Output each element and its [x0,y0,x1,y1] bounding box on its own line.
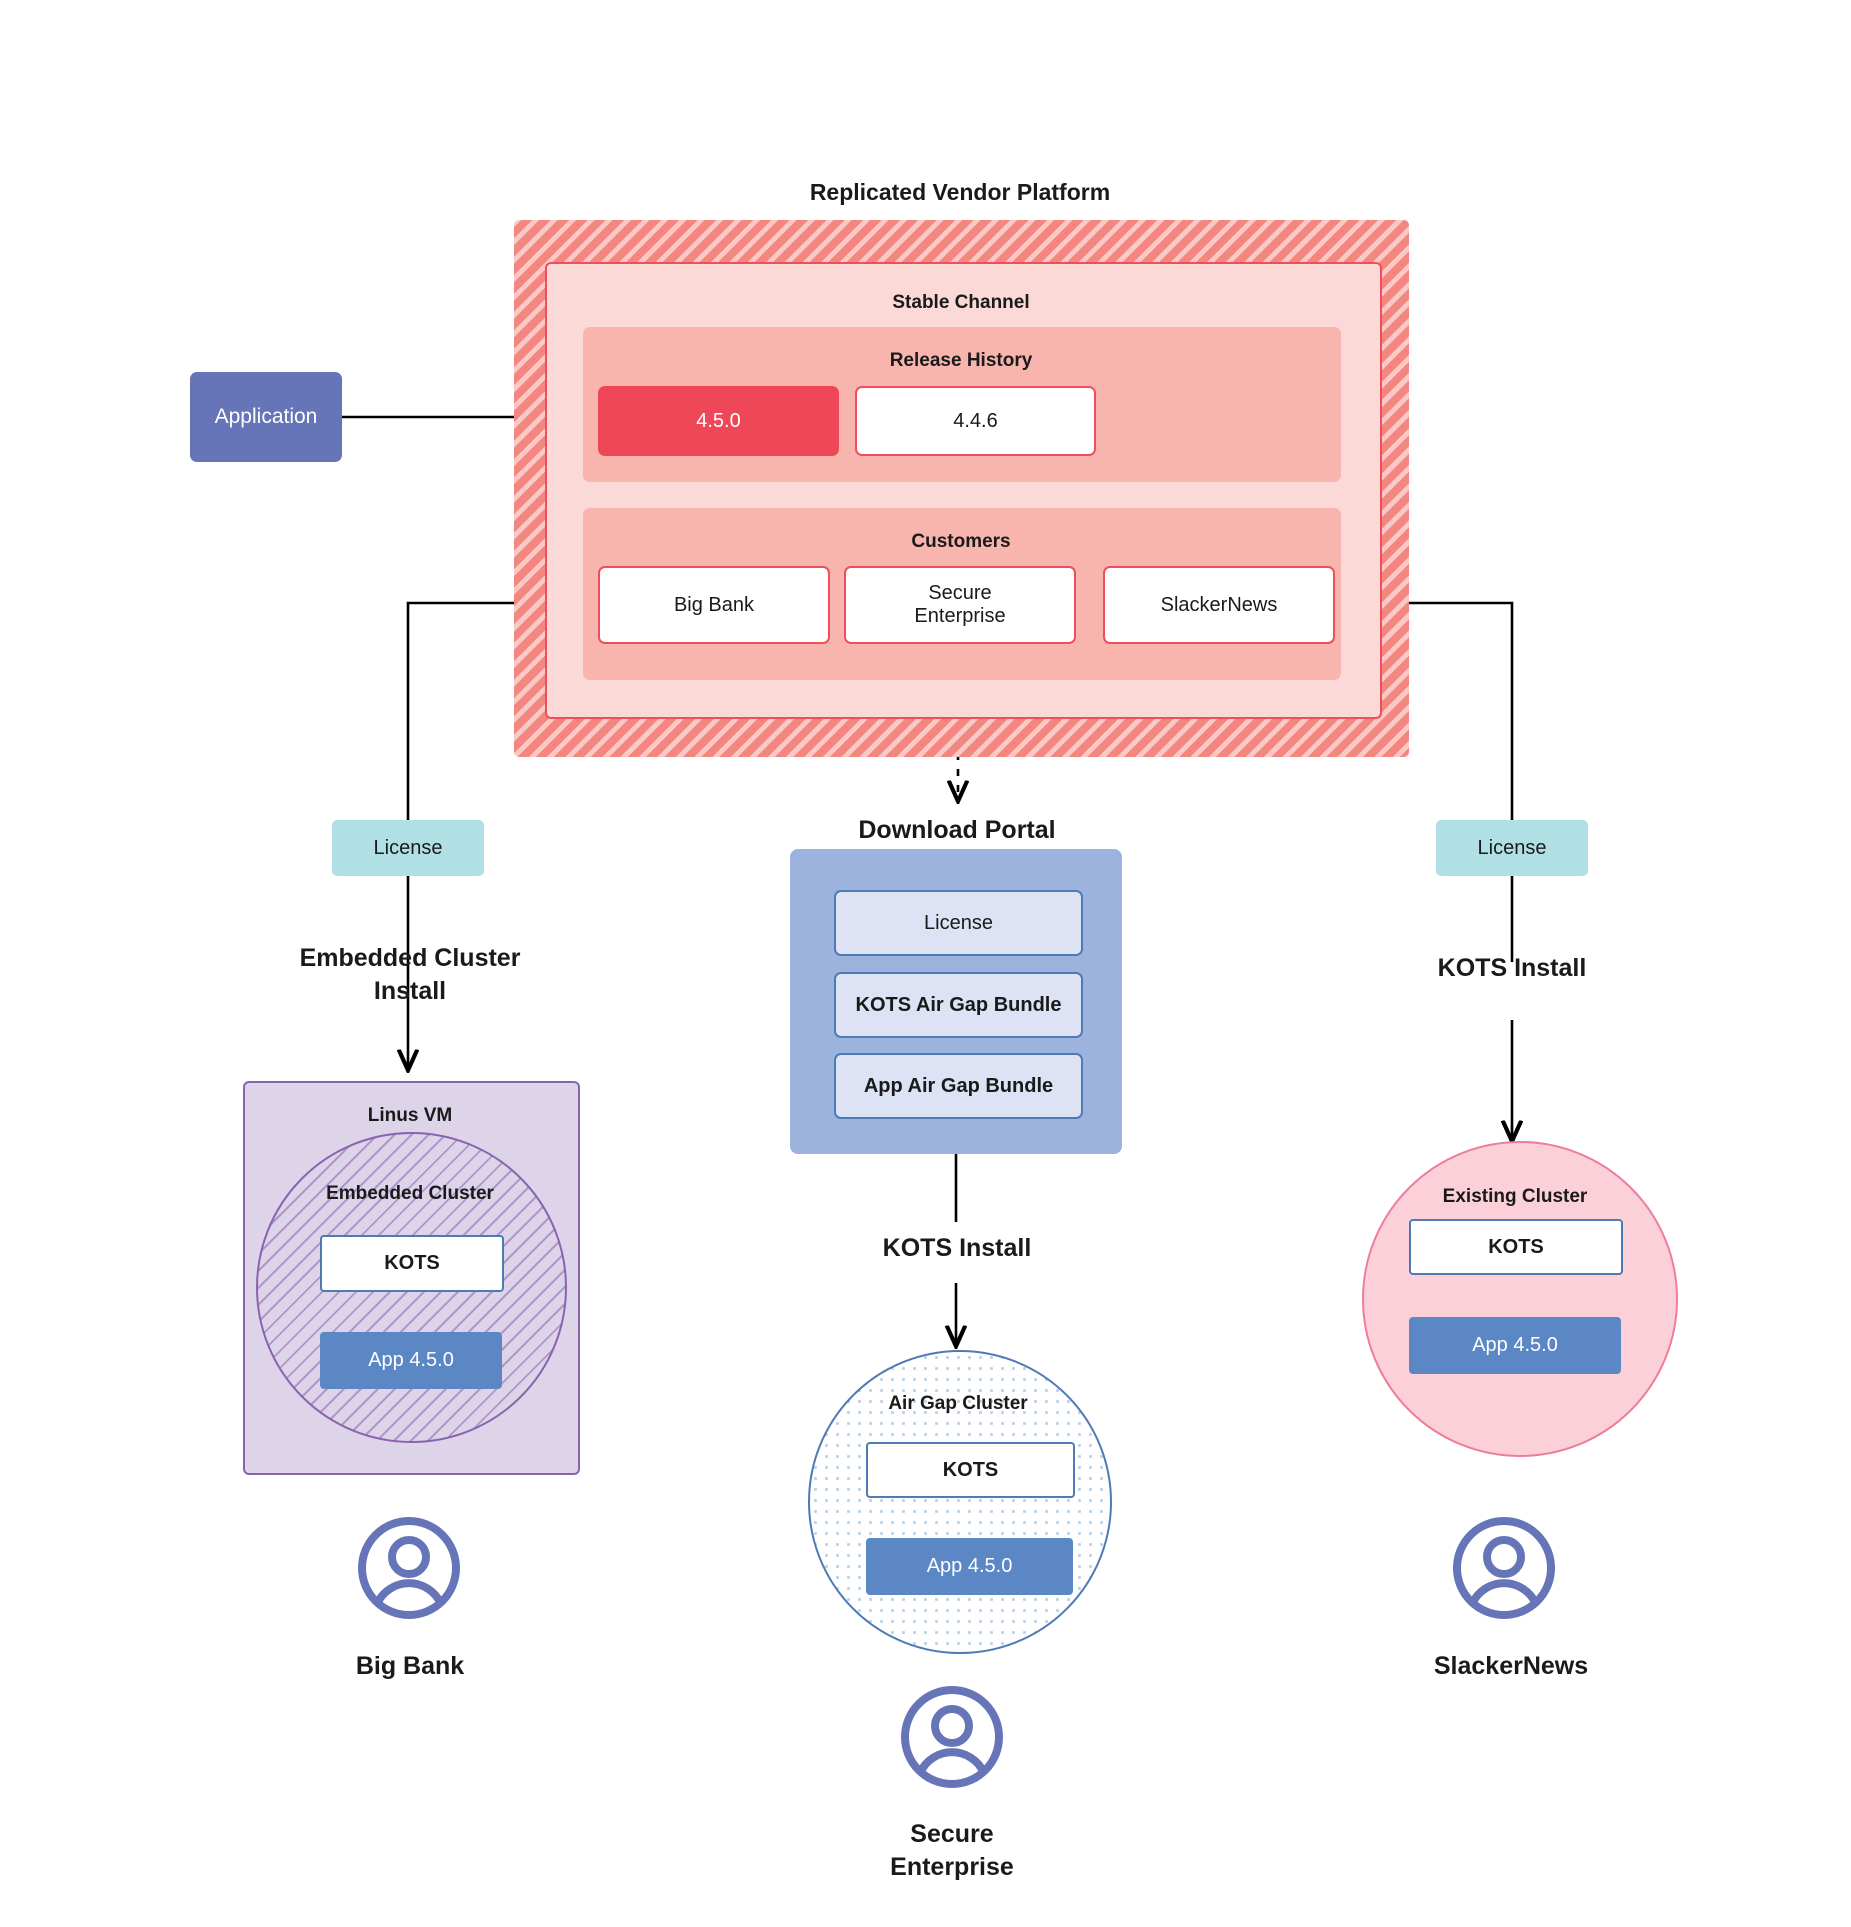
kots-node-airgap[interactable]: KOTS [866,1442,1075,1498]
air-gap-cluster-circle [808,1350,1112,1654]
persona-label-secure-enterprise: Secure Enterprise [890,1820,1014,1881]
app-node-embedded[interactable]: App 4.5.0 [320,1332,502,1389]
existing-cluster-title: Existing Cluster [1442,1186,1588,1207]
app-node-airgap[interactable]: App 4.5.0 [866,1538,1073,1595]
release-history-title: Release History [889,350,1033,371]
license-node-right[interactable]: License [1436,820,1588,876]
kots-node-embedded[interactable]: KOTS [320,1235,504,1292]
download-portal-title: Download Portal [858,816,1056,844]
user-avatar-icon [358,1517,460,1619]
edge-label-kots-install-center: KOTS Install [882,1234,1032,1262]
application-node[interactable]: Application [190,372,342,462]
embedded-cluster-circle [256,1132,567,1443]
edge-label-embedded-cluster-install: Embedded Cluster Install [299,944,521,1005]
linux-vm-title: Linus VM [367,1105,453,1126]
existing-cluster-circle [1362,1141,1678,1457]
portal-item-license[interactable]: License [834,890,1083,956]
app-node-existing[interactable]: App 4.5.0 [1409,1317,1621,1374]
customer-item-big-bank[interactable]: Big Bank [598,566,830,644]
page-title: Replicated Vendor Platform [809,179,1111,205]
portal-item-app-air-gap-bundle[interactable]: App Air Gap Bundle [834,1053,1083,1119]
user-avatar-icon [901,1686,1003,1788]
portal-item-kots-air-gap-bundle[interactable]: KOTS Air Gap Bundle [834,972,1083,1038]
persona-label-big-bank: Big Bank [355,1652,465,1680]
user-avatar-icon [1453,1517,1555,1619]
edge-label-kots-install-right: KOTS Install [1437,954,1587,982]
kots-node-existing[interactable]: KOTS [1409,1219,1623,1275]
customers-title: Customers [911,531,1011,552]
release-item-previous[interactable]: 4.4.6 [855,386,1096,456]
release-item-current[interactable]: 4.5.0 [598,386,839,456]
embedded-cluster-title: Embedded Cluster [326,1183,494,1204]
license-node-left[interactable]: License [332,820,484,876]
air-gap-cluster-title: Air Gap Cluster [888,1393,1028,1414]
stable-channel-title: Stable Channel [892,292,1030,313]
customer-item-secure-enterprise[interactable]: Secure Enterprise [844,566,1076,644]
customer-item-slackernews[interactable]: SlackerNews [1103,566,1335,644]
persona-label-slackernews: SlackerNews [1433,1652,1589,1680]
